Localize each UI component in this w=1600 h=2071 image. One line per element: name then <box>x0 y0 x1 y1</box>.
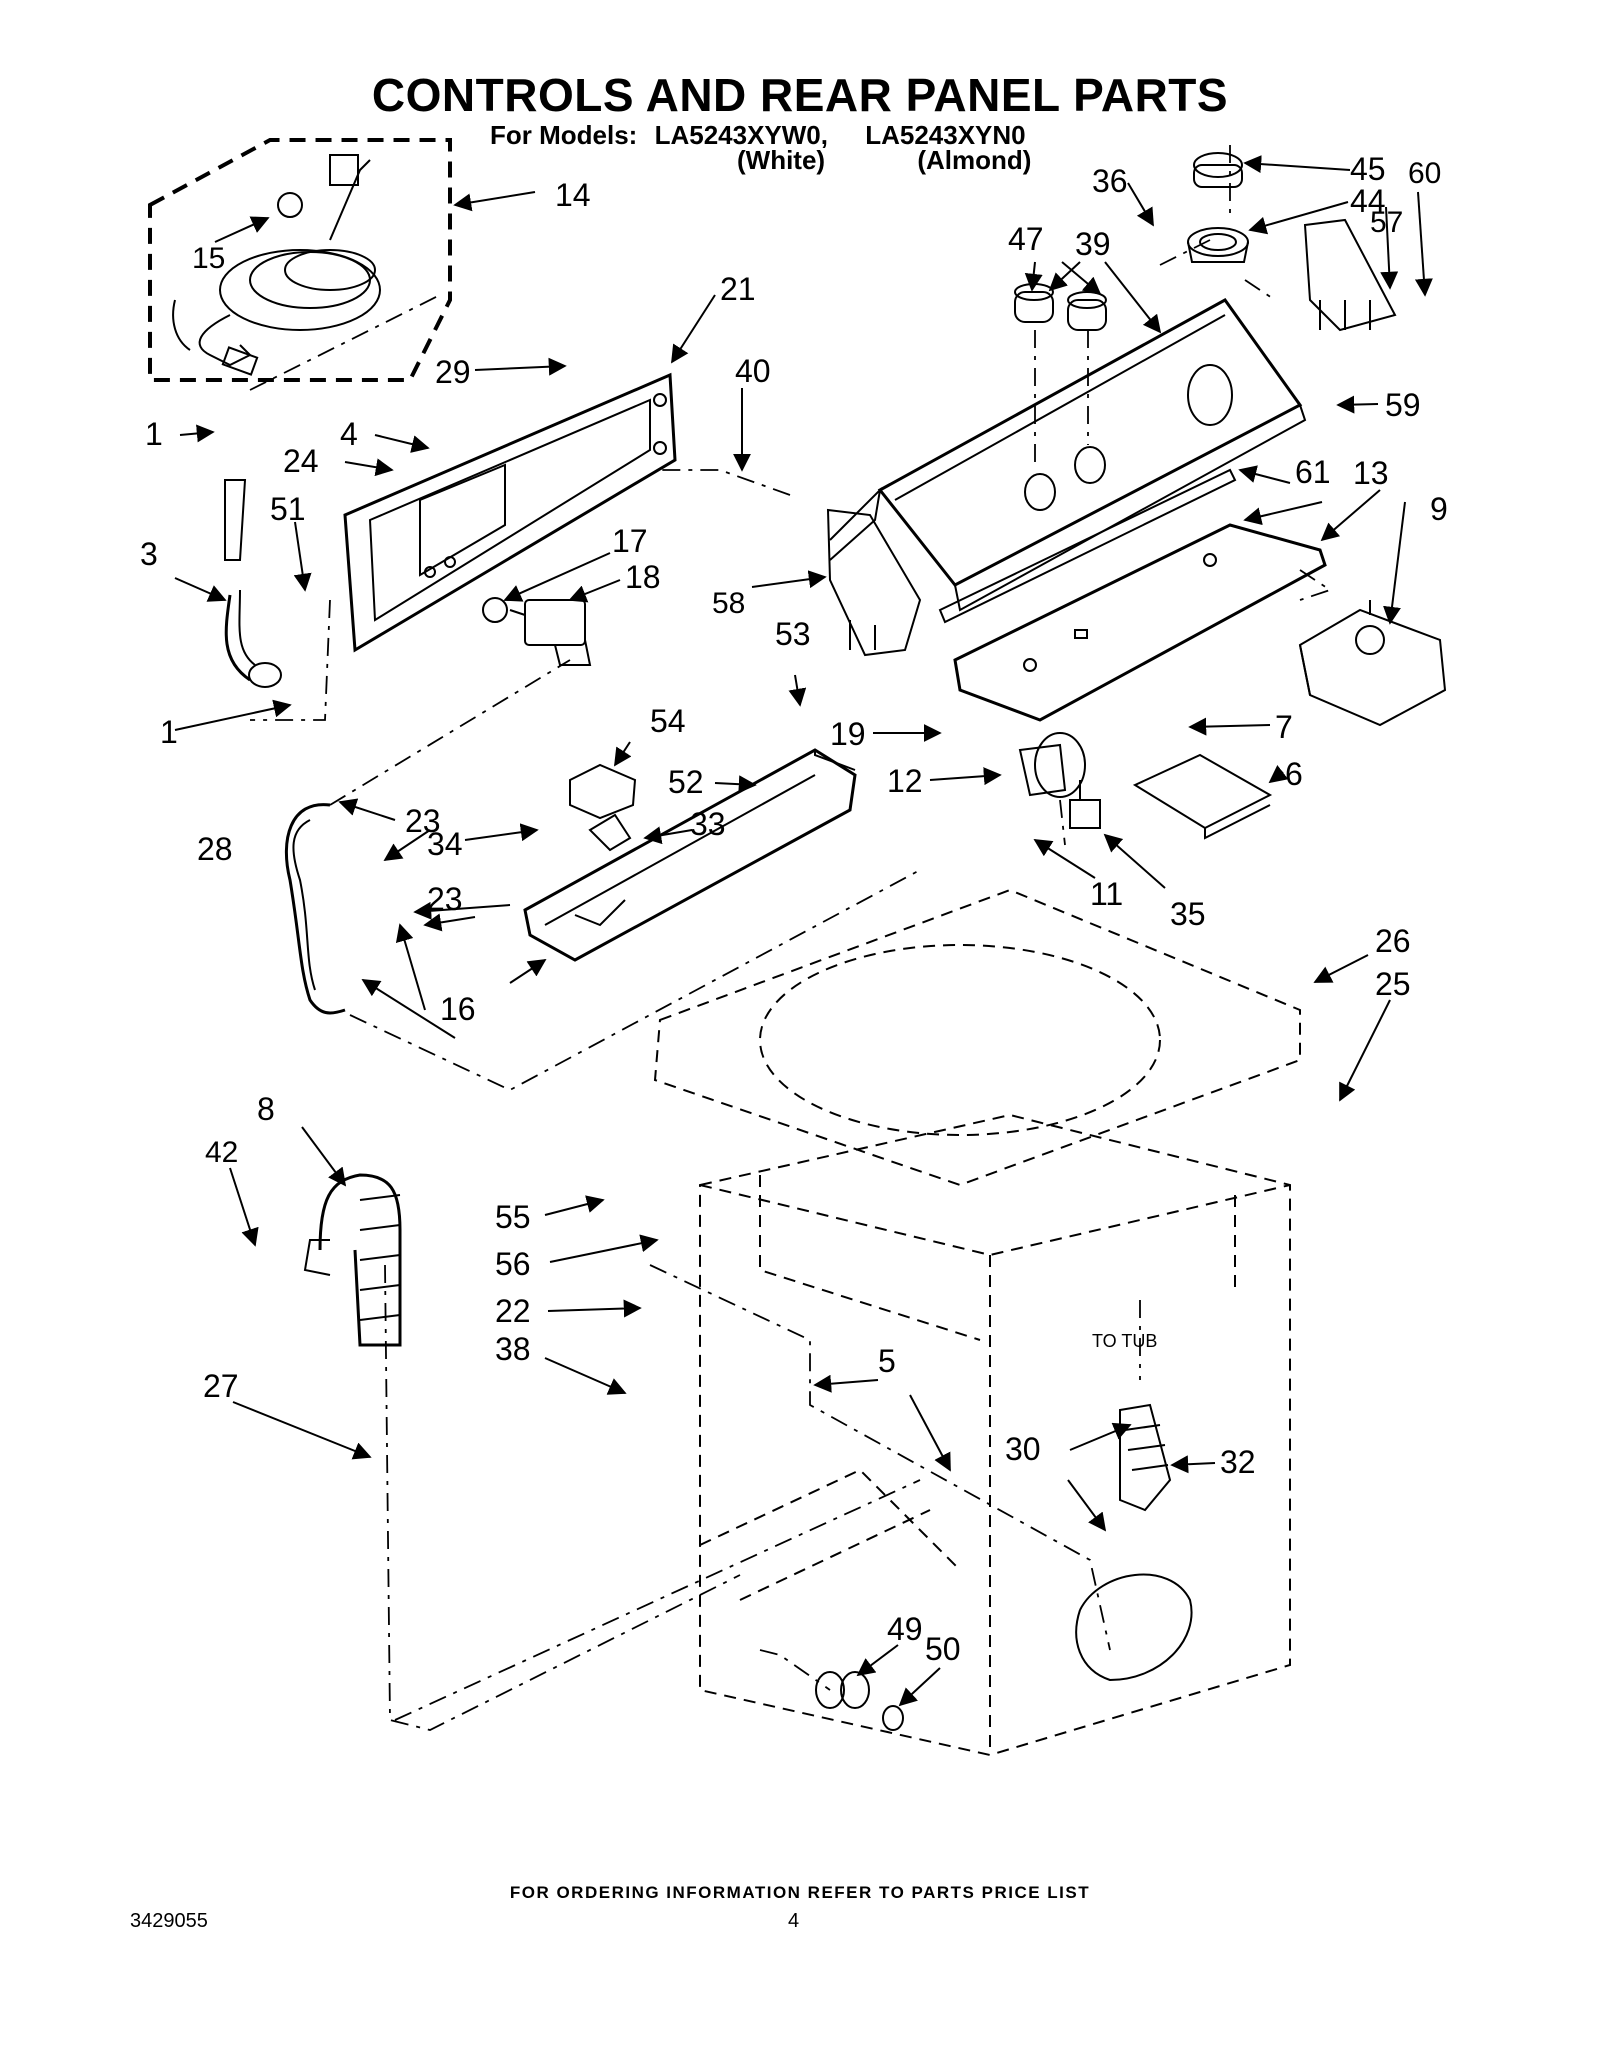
drain-pump <box>1075 1573 1193 1682</box>
models-prefix: For Models: <box>490 120 638 150</box>
leader-lines <box>174 155 1433 1707</box>
callout-54: 54 <box>650 703 686 739</box>
console-shell <box>829 298 1307 612</box>
variant-almond: (Almond) <box>917 145 1032 175</box>
model-line: For Models: LA5243XYW0, LA5243XYN0 <box>490 120 1026 151</box>
callout-56: 56 <box>495 1246 531 1282</box>
callout-23-bottom: 23 <box>427 881 463 917</box>
callout-45: 45 <box>1350 151 1386 187</box>
fill-hose-elbow <box>224 479 282 688</box>
console-left-end-cap <box>826 508 922 657</box>
callout-4: 4 <box>340 416 358 452</box>
callout-35: 35 <box>1170 896 1206 932</box>
pump-hose <box>1119 1403 1172 1512</box>
callout-11: 11 <box>1090 876 1123 912</box>
callout-53: 53 <box>775 616 811 652</box>
model-number-white: LA5243XYW0, <box>654 120 828 150</box>
callout-5: 5 <box>878 1343 896 1379</box>
lid-switch <box>569 763 637 852</box>
callout-59: 59 <box>1385 387 1421 423</box>
callout-labels: 14 15 21 29 40 1 4 24 51 3 17 18 1 23 34… <box>140 151 1448 1667</box>
callout-12: 12 <box>887 763 923 799</box>
callout-57: 57 <box>1370 206 1403 239</box>
callout-32: 32 <box>1220 1444 1256 1480</box>
control-board <box>1132 753 1273 840</box>
ordering-note: FOR ORDERING INFORMATION REFER TO PARTS … <box>509 1883 1091 1902</box>
callout-26: 26 <box>1375 923 1411 959</box>
callout-8: 8 <box>257 1091 275 1127</box>
console-mounting-plate <box>938 468 1327 722</box>
variant-line: (White) (Almond) <box>737 145 1031 176</box>
callout-1-top: 1 <box>145 416 163 452</box>
callout-52: 52 <box>668 764 704 800</box>
callout-55: 55 <box>495 1199 531 1235</box>
callout-19: 19 <box>830 716 866 752</box>
cabinet-outline <box>653 888 1301 1757</box>
grommet <box>815 1671 904 1731</box>
callout-6: 6 <box>1285 756 1303 792</box>
callout-47: 47 <box>1008 221 1044 257</box>
timer <box>1298 600 1447 727</box>
document-id: 3429055 <box>130 1910 208 1932</box>
callout-42: 42 <box>205 1136 238 1169</box>
callout-23-top: 23 <box>405 803 441 839</box>
callout-13: 13 <box>1353 455 1389 491</box>
callout-49: 49 <box>887 1611 923 1647</box>
callout-14: 14 <box>555 177 591 213</box>
callout-15: 15 <box>192 242 225 275</box>
routing-lines <box>249 145 1333 1731</box>
callout-9: 9 <box>1430 491 1448 527</box>
callout-60: 60 <box>1408 157 1441 190</box>
control-panel <box>343 372 677 653</box>
callout-39: 39 <box>1075 226 1111 262</box>
console-end-cap <box>1303 218 1397 332</box>
lid-switch-bracket <box>523 748 857 962</box>
callout-21: 21 <box>720 271 756 307</box>
callout-17: 17 <box>612 523 648 559</box>
callout-58: 58 <box>712 587 745 620</box>
callout-50: 50 <box>925 1631 961 1667</box>
drain-hose <box>303 1173 402 1347</box>
timer-knob <box>1187 152 1249 263</box>
pressure-switch <box>1018 732 1101 829</box>
callout-28: 28 <box>197 831 233 867</box>
page-number: 4 <box>788 1910 800 1932</box>
callout-24: 24 <box>283 443 319 479</box>
variant-white: (White) <box>737 145 826 175</box>
callout-44: 44 <box>1350 183 1386 219</box>
callout-27: 27 <box>203 1368 239 1404</box>
callout-3: 3 <box>140 536 158 572</box>
knob-pair <box>1014 283 1107 331</box>
callout-61: 61 <box>1295 454 1331 490</box>
to-tub-label: TO TUB <box>1092 1331 1157 1351</box>
callout-30: 30 <box>1005 1431 1041 1467</box>
callout-38: 38 <box>495 1331 531 1367</box>
power-cord-assembly <box>148 138 452 382</box>
callout-1-bottom: 1 <box>160 714 178 750</box>
page-title: CONTROLS AND REAR PANEL PARTS <box>371 69 1229 121</box>
callout-34: 34 <box>427 826 463 862</box>
model-number-almond: LA5243XYN0 <box>865 120 1026 150</box>
callout-51: 51 <box>270 491 306 527</box>
switch-assembly <box>482 597 592 666</box>
inlet-hose <box>284 803 346 1015</box>
callout-40: 40 <box>735 353 771 389</box>
callout-29: 29 <box>435 354 471 390</box>
callout-33: 33 <box>690 806 726 842</box>
callout-36: 36 <box>1092 163 1128 199</box>
callout-22: 22 <box>495 1293 531 1329</box>
callout-7: 7 <box>1275 709 1293 745</box>
callout-25: 25 <box>1375 966 1411 1002</box>
callout-18: 18 <box>625 559 661 595</box>
callout-16: 16 <box>440 991 476 1027</box>
